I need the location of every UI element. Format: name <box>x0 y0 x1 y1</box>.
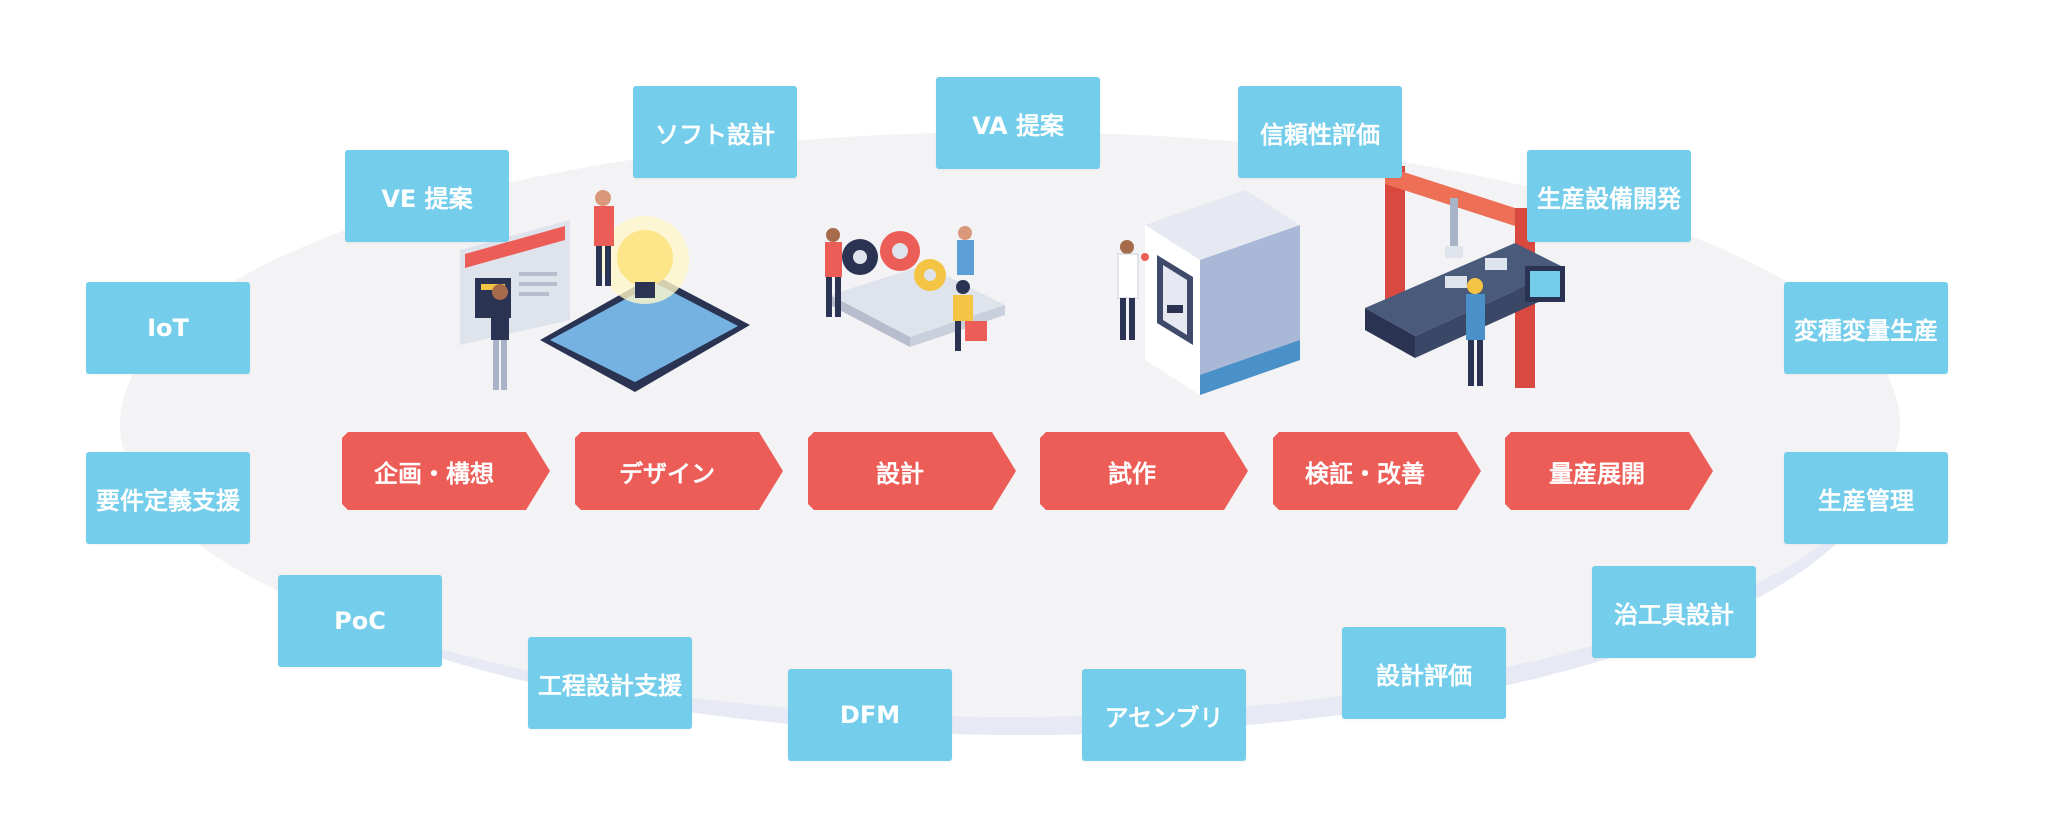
scientist-icon <box>1117 240 1149 340</box>
tag-va: VA 提案 <box>936 77 1100 169</box>
tag-dfm: DFM <box>788 669 952 761</box>
step-label: 設計 <box>876 459 924 488</box>
arrow-shape <box>1273 432 1481 510</box>
person-right-icon <box>953 226 987 351</box>
tablet-icon <box>540 275 750 392</box>
tag-software: ソフト設計 <box>633 86 797 178</box>
arrow-shape <box>575 432 783 510</box>
arrow-shape <box>808 432 1016 510</box>
tag-process-design: 工程設計支援 <box>528 637 692 729</box>
gear-icon <box>842 231 946 291</box>
tag-equipment-development: 生産設備開発 <box>1527 150 1691 242</box>
prototype-machine-icon <box>1117 190 1300 395</box>
tag-production-management: 生産管理 <box>1784 452 1948 544</box>
person-left-icon <box>825 228 842 317</box>
tag-requirements: 要件定義支援 <box>86 452 250 544</box>
step-engineering: 設計 <box>808 432 1018 510</box>
step-label: 試作 <box>1108 459 1156 488</box>
tag-poc: PoC <box>278 575 442 667</box>
step-design: デザイン <box>575 432 785 510</box>
tag-jig-design: 治工具設計 <box>1592 566 1756 658</box>
arrow-shape <box>342 432 550 510</box>
lightbulb-icon <box>601 216 689 304</box>
step-mass-production: 量産展開 <box>1505 432 1715 510</box>
tag-variable-production: 変種変量生産 <box>1784 282 1948 374</box>
step-label: 企画・構想 <box>374 459 494 488</box>
person-left-icon <box>491 284 509 390</box>
step-prototype: 試作 <box>1040 432 1250 510</box>
worker-icon <box>1466 278 1485 386</box>
step-label: 量産展開 <box>1549 459 1645 488</box>
tag-ve: VE 提案 <box>345 150 509 242</box>
mass-production-conveyor-icon <box>1365 166 1565 388</box>
planning-lightbulb-tablet-icon <box>460 190 750 392</box>
arrow-shape <box>1040 432 1248 510</box>
control-panel-icon <box>1525 266 1565 302</box>
step-planning: 企画・構想 <box>342 432 552 510</box>
tag-assembly: アセンブリ <box>1082 669 1246 761</box>
robot-arm-icon <box>1445 198 1463 258</box>
tag-reliability: 信頼性評価 <box>1238 86 1402 178</box>
tag-iot: IoT <box>86 282 250 374</box>
machine-icon <box>1145 190 1300 395</box>
arrow-shape <box>1505 432 1713 510</box>
person-top-icon <box>594 190 614 286</box>
design-gears-team-icon <box>825 226 1005 351</box>
step-verification: 検証・改善 <box>1273 432 1483 510</box>
tag-design-evaluation: 設計評価 <box>1342 627 1506 719</box>
step-label: 検証・改善 <box>1305 459 1425 488</box>
step-label: デザイン <box>619 459 715 488</box>
